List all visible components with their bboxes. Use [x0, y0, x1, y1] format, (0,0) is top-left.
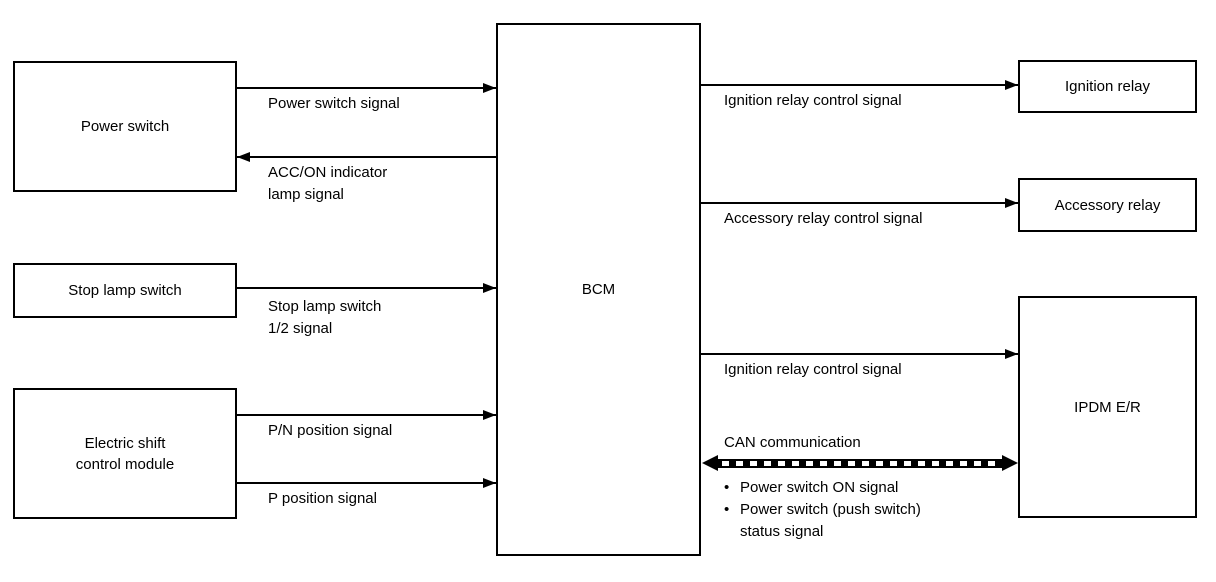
can-item-text: Power switch (push switch) status signal [740, 501, 921, 540]
p-position-signal-label: P position signal [268, 490, 377, 507]
accessory-relay-box: Accessory relay [1018, 178, 1197, 232]
power-switch-box: Power switch [13, 61, 237, 192]
power-switch-signal-label: Power switch signal [268, 95, 400, 112]
bullet-icon: • [724, 501, 730, 518]
arrowhead-left-icon [237, 152, 250, 162]
electric-shift-control-module-label: Electric shift control module [75, 434, 175, 473]
accessory-relay-label: Accessory relay [1054, 196, 1161, 214]
bcm-box: BCM [496, 23, 701, 556]
can-communication-arrow [702, 455, 1018, 471]
pn-position-signal-line [237, 414, 496, 416]
acc-on-indicator-label: ACC/ON indicator lamp signal [268, 164, 388, 203]
ignition-relay-label: Ignition relay [1064, 78, 1151, 95]
p-position-signal-line [237, 482, 496, 484]
arrowhead-right-icon [483, 478, 496, 488]
ignition-relay-control-label: Ignition relay control signal [724, 92, 902, 109]
can-dashed-band [714, 459, 1006, 468]
ipdm-er-box: IPDM E/R [1018, 296, 1197, 518]
can-item-text: Power switch ON signal [740, 479, 899, 496]
arrowhead-right-icon [483, 410, 496, 420]
ignition-relay-box: Ignition relay [1018, 60, 1197, 113]
acc-on-indicator-line [237, 156, 496, 158]
arrowhead-right-icon [1002, 455, 1018, 471]
can-communication-label: CAN communication [724, 434, 861, 451]
accessory-relay-control-label: Accessory relay control signal [724, 210, 923, 227]
list-item: • Power switch (push switch) status sign… [724, 499, 921, 543]
ipdm-ignition-relay-control-line [701, 353, 1018, 355]
stop-lamp-signal-label: Stop lamp switch 1/2 signal [268, 298, 382, 337]
stop-lamp-switch-label: Stop lamp switch [68, 282, 182, 299]
bullet-icon: • [724, 479, 730, 496]
list-item: • Power switch ON signal [724, 477, 921, 499]
stop-lamp-signal-line [237, 287, 496, 289]
arrowhead-right-icon [483, 283, 496, 293]
ipdm-ignition-relay-control-label: Ignition relay control signal [724, 361, 902, 378]
bcm-label: BCM [581, 281, 616, 298]
arrowhead-right-icon [1005, 349, 1018, 359]
accessory-relay-control-line [701, 202, 1018, 204]
stop-lamp-switch-box: Stop lamp switch [13, 263, 237, 318]
pn-position-signal-label: P/N position signal [268, 422, 393, 439]
ipdm-er-label: IPDM E/R [1074, 398, 1141, 416]
power-switch-signal-line [237, 87, 496, 89]
power-switch-label: Power switch [80, 118, 170, 135]
ignition-relay-control-line [701, 84, 1018, 86]
arrowhead-right-icon [483, 83, 496, 93]
can-signal-list: • Power switch ON signal • Power switch … [724, 477, 921, 543]
arrowhead-right-icon [1005, 198, 1018, 208]
arrowhead-right-icon [1005, 80, 1018, 90]
electric-shift-control-module-box: Electric shift control module [13, 388, 237, 519]
